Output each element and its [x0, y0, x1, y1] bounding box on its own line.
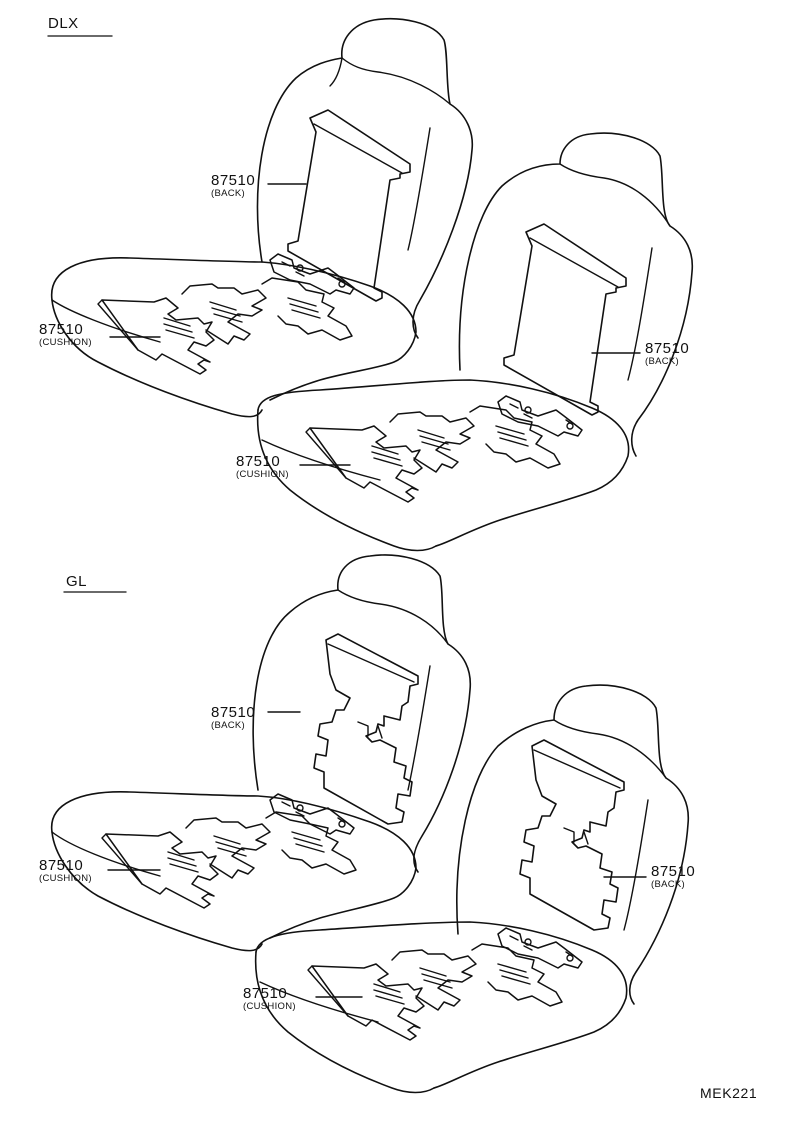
callout-gl-cushion-left-sub: (CUSHION) — [39, 873, 92, 884]
callout-gl-back-right-number: 87510 — [651, 863, 696, 880]
callout-gl-back-right-sub: (BACK) — [651, 879, 685, 890]
callout-dlx-cushion-left-number: 87510 — [39, 321, 84, 338]
callout-gl-back-left-sub: (BACK) — [211, 720, 245, 731]
gl-right-seat — [254, 684, 690, 1094]
callout-dlx-back-right-sub: (BACK) — [645, 356, 679, 367]
callout-gl-cushion-right-number: 87510 — [243, 985, 288, 1002]
dlx-right-seat — [256, 132, 694, 552]
section-title-dlx: DLX — [48, 15, 79, 32]
callout-gl-back-left-number: 87510 — [211, 704, 256, 721]
gl-left-seat — [50, 554, 472, 952]
callout-dlx-cushion-left-sub: (CUSHION) — [39, 337, 92, 348]
callout-dlx-cushion-right-sub: (CUSHION) — [236, 469, 289, 480]
dlx-left-seat — [50, 18, 474, 418]
section-title-gl: GL — [66, 573, 88, 590]
callout-gl-cushion-left-number: 87510 — [39, 857, 84, 874]
callout-dlx-back-right-number: 87510 — [645, 340, 690, 357]
figure-code: MEK221 — [700, 1085, 758, 1101]
callout-dlx-cushion-right-number: 87510 — [236, 453, 281, 470]
callout-gl-cushion-right-sub: (CUSHION) — [243, 1001, 296, 1012]
callout-dlx-back-left-number: 87510 — [211, 172, 256, 189]
callout-dlx-back-left-sub: (BACK) — [211, 188, 245, 199]
